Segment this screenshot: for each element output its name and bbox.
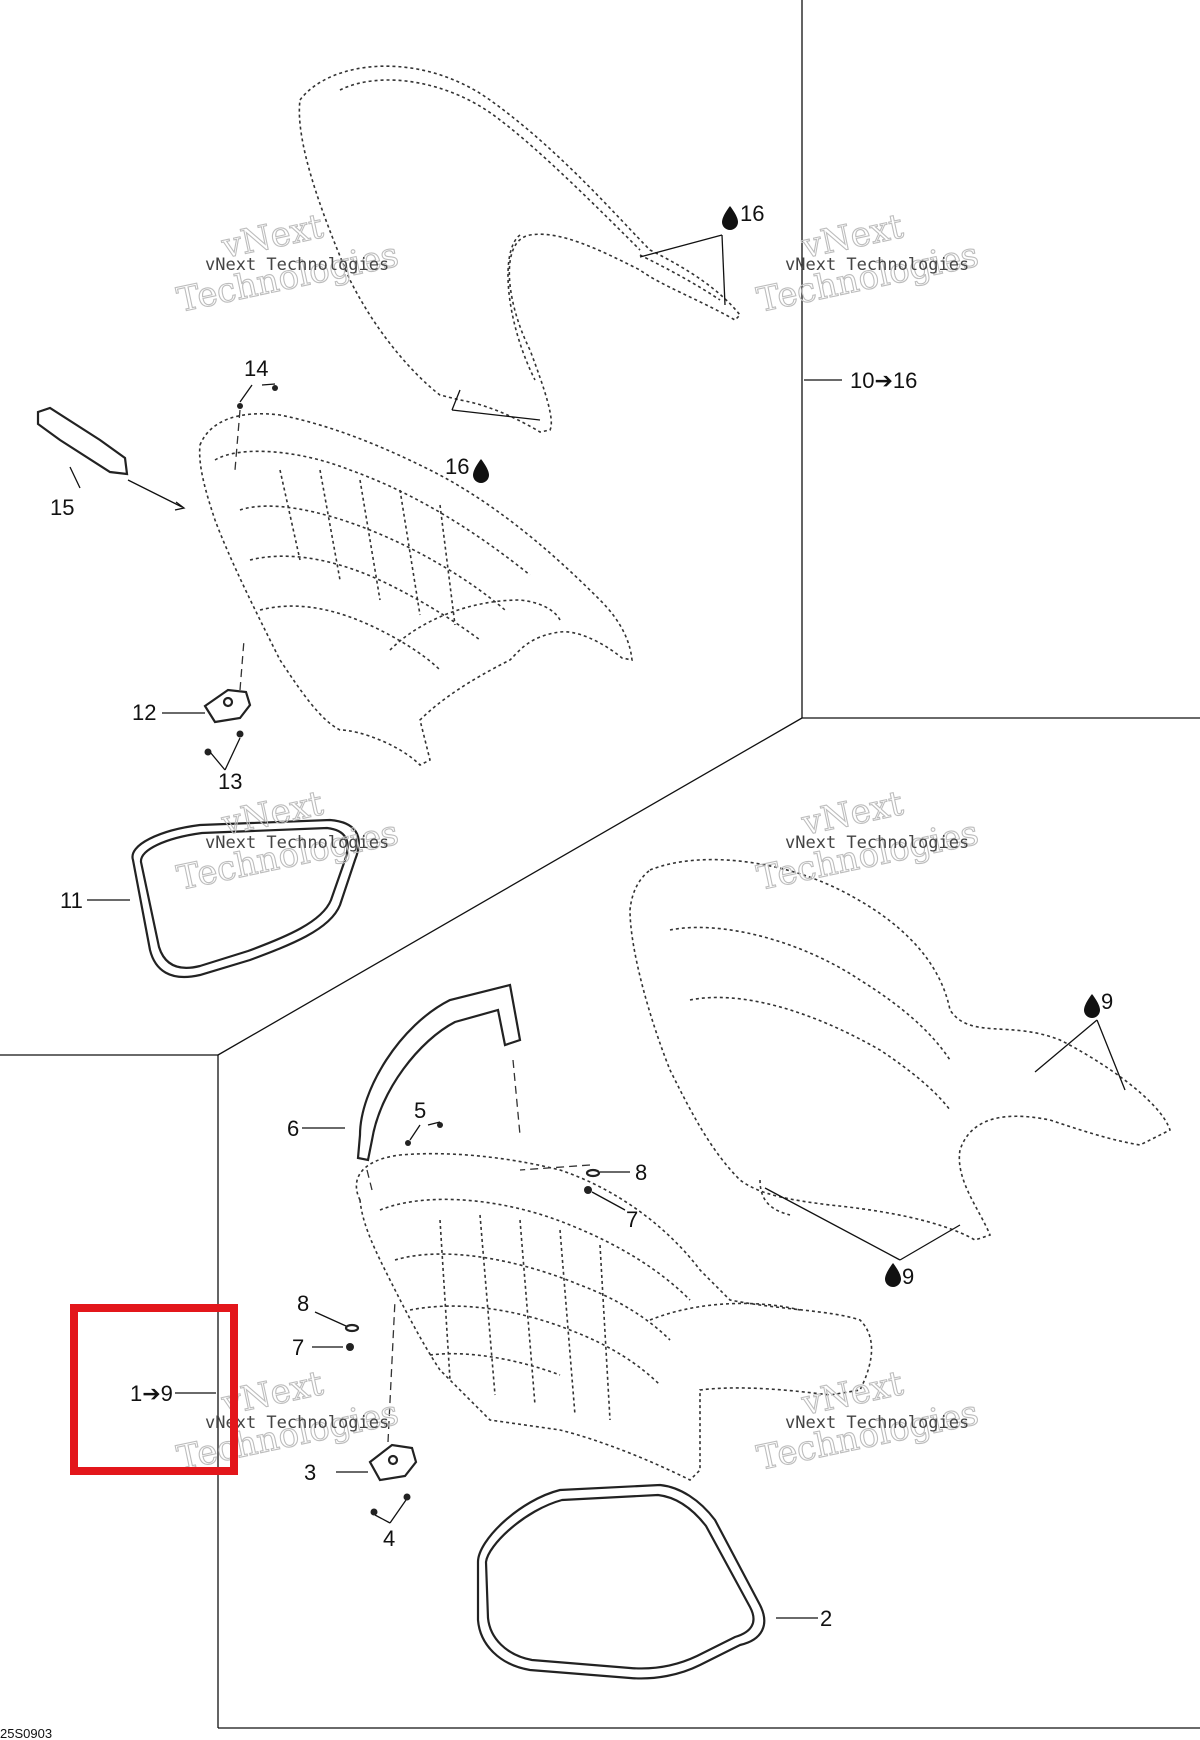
watermark: vNext Technologies vNext Technologies vN…: [173, 206, 983, 1479]
highlight-box: [70, 1304, 238, 1475]
callout-8-right: 8: [635, 1160, 647, 1185]
callout-5: 5: [414, 1098, 426, 1123]
nut-part-14: [234, 385, 278, 471]
callout-8-left: 8: [297, 1291, 309, 1316]
lower-seat-cover: [629, 858, 1171, 1241]
upper-seat-base: [198, 413, 633, 766]
svg-text:vNext Technologies: vNext Technologies: [205, 833, 389, 853]
svg-text:vNext Technologies: vNext Technologies: [785, 833, 969, 853]
washer-bolt-part-8-7-left: [344, 1323, 360, 1351]
callout-6: 6: [287, 1116, 299, 1141]
seal-part-11: [131, 818, 360, 979]
callout-label: 9: [902, 1264, 914, 1289]
grab-handle-part-6: [356, 983, 522, 1191]
callout-9-upper: 9: [1084, 989, 1113, 1018]
callout-1-9: 1➔9: [130, 1381, 173, 1406]
callout-3: 3: [304, 1460, 316, 1485]
callout-15: 15: [50, 495, 74, 520]
latch-part-3: [368, 1299, 418, 1516]
svg-text:vNext Technologies: vNext Technologies: [205, 255, 389, 275]
oil-drop-icon: [885, 1263, 901, 1287]
oil-drop-icon: [1084, 994, 1100, 1018]
svg-text:vNext Technologies: vNext Technologies: [785, 1413, 969, 1433]
callout-label: 16: [445, 454, 469, 479]
callout-10-16: 10➔16: [850, 368, 917, 393]
callout-14: 14: [244, 356, 268, 381]
oil-drop-icon: [722, 206, 738, 230]
callout-7-left: 7: [292, 1335, 304, 1360]
drawing-code: 25S0903: [0, 1726, 52, 1740]
svg-text:vNext Technologies: vNext Technologies: [785, 255, 969, 275]
callout-16-upper: 16: [722, 201, 764, 230]
grab-handle-part-15: [36, 406, 129, 476]
callout-label: 16: [740, 201, 764, 226]
callout-11: 11: [60, 888, 83, 913]
callout-9-lower: 9: [885, 1263, 914, 1289]
callout-label: 9: [1101, 989, 1113, 1014]
lower-seat-base: [355, 1152, 873, 1481]
seal-part-2: [476, 1483, 766, 1680]
callout-16-lower: 16: [445, 454, 489, 483]
callout-2: 2: [820, 1606, 832, 1631]
upper-seat-cover: [298, 65, 742, 433]
callout-7-right: 7: [626, 1207, 638, 1232]
callout-13: 13: [218, 769, 242, 794]
svg-text:vNext Technologies: vNext Technologies: [205, 1413, 389, 1433]
leader-lines: [69, 234, 1126, 1619]
latch-part-12: [203, 639, 252, 756]
nut-part-5: [405, 1122, 443, 1146]
oil-drop-icon: [473, 459, 489, 483]
washer-bolt-part-8-7: [519, 1164, 601, 1194]
callout-12: 12: [132, 700, 156, 725]
callout-4: 4: [383, 1526, 395, 1551]
